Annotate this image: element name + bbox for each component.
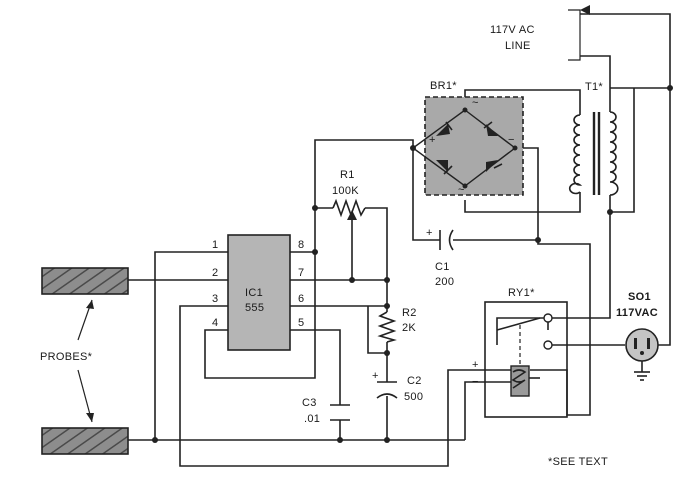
t1-label: T1* xyxy=(585,81,603,93)
ic-pin-2: 2 xyxy=(212,267,218,279)
probe-bottom xyxy=(41,427,129,455)
r2-resistor xyxy=(377,311,397,343)
ic-pin-6: 6 xyxy=(298,293,304,305)
br1-label: BR1* xyxy=(430,80,457,92)
c1-value: 200 xyxy=(435,276,454,288)
c2-polarity: + xyxy=(372,370,379,382)
br1-plus: + xyxy=(429,134,436,146)
ry1-relay xyxy=(484,301,568,418)
ac-plug-arrow xyxy=(580,5,590,15)
br1-minus: − xyxy=(508,134,515,146)
ic-pin-1: 1 xyxy=(212,239,218,251)
ry1-label: RY1* xyxy=(508,287,535,299)
c3-capacitor xyxy=(330,404,350,421)
see-text-note: *SEE TEXT xyxy=(548,456,608,468)
ic-pin-4: 4 xyxy=(212,317,218,329)
c3-value: .01 xyxy=(304,413,320,425)
r2-label: R2 xyxy=(402,307,417,319)
r1-label: R1 xyxy=(340,169,355,181)
ic1-555-chip xyxy=(227,234,291,351)
ic-pin-3: 3 xyxy=(212,293,218,305)
probe-top xyxy=(41,267,129,295)
ac-line-label-2: LINE xyxy=(505,40,531,52)
c2-label: C2 xyxy=(407,375,422,387)
so1-rating: 117VAC xyxy=(616,307,658,319)
t1-transformer xyxy=(568,111,619,196)
ic1-label: IC1 xyxy=(245,287,263,299)
c2-capacitor xyxy=(376,381,398,399)
ac-line-label: 117V AC xyxy=(490,24,535,36)
relay-plus: + xyxy=(472,359,479,371)
so1-label: SO1 xyxy=(628,291,651,303)
c1-polarity: + xyxy=(426,227,433,239)
r2-value: 2K xyxy=(402,322,416,334)
r1-potentiometer xyxy=(332,198,366,220)
c3-label: C3 xyxy=(302,397,317,409)
probes-label: PROBES* xyxy=(40,351,93,363)
ic1-part-label: 555 xyxy=(245,302,264,314)
ground-symbol xyxy=(634,371,650,381)
c1-capacitor xyxy=(439,229,454,251)
br1-ac-bottom: ~ xyxy=(458,184,465,196)
c2-value: 500 xyxy=(404,391,423,403)
probe-arrows xyxy=(77,299,94,423)
relay-minus: − xyxy=(472,376,479,388)
ic-pin-8: 8 xyxy=(298,239,304,251)
br1-ac-top: ~ xyxy=(472,97,479,109)
c1-label: C1 xyxy=(435,261,450,273)
br1-bridge-rectifier xyxy=(411,96,524,196)
wires xyxy=(128,9,671,467)
ic-pin-5: 5 xyxy=(298,317,304,329)
ic-pin-7: 7 xyxy=(298,267,304,279)
r1-value: 100K xyxy=(332,185,359,197)
so1-ac-socket xyxy=(625,328,659,362)
